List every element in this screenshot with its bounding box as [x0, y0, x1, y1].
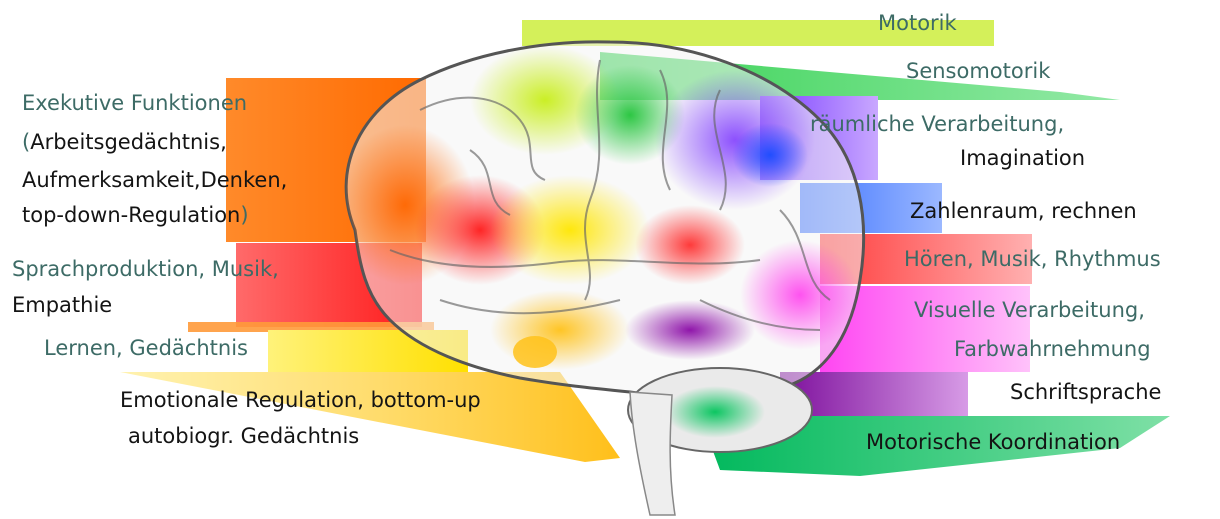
label-farbwahrnehmung: Farbwahrnehmung — [954, 339, 1151, 360]
label-lernen: Lernen, Gedächtnis — [44, 338, 248, 359]
label-top-down: top-down-Regulation — [22, 203, 240, 227]
label-arbeitsgedaechtnis: Arbeitsgedächtnis, — [30, 130, 227, 154]
temporal-gold-spot — [513, 336, 557, 368]
label-exekutive-open-paren: ( — [22, 130, 30, 154]
label-exekutive-line3: top-down-Regulation) — [22, 205, 249, 226]
label-aufmerksamkeit: Aufmerksamkeit,Denken, — [22, 170, 287, 191]
label-sensomotorik: Sensomotorik — [906, 61, 1050, 82]
label-exekutive-line1: (Arbeitsgedächtnis, — [22, 132, 227, 153]
region-blue — [732, 123, 808, 187]
region-red2 — [635, 205, 745, 285]
region-purple — [625, 300, 755, 360]
label-zahlenraum: Zahlenraum, rechnen — [910, 201, 1137, 222]
label-raeumliche-verarbeitung: räumliche Verarbeitung, — [810, 114, 1064, 135]
region-yellow — [490, 175, 650, 285]
label-sprachproduktion: Sprachproduktion, Musik, — [12, 259, 279, 280]
label-exekutive-close-paren: ) — [240, 203, 248, 227]
label-hoeren: Hören, Musik, Rhythmus — [904, 249, 1161, 270]
cerebellum-green — [665, 386, 765, 438]
region-pink — [740, 240, 860, 350]
label-schriftsprache: Schriftsprache — [1010, 382, 1161, 403]
label-autobiogr: autobiogr. Gedächtnis — [128, 426, 359, 447]
label-visuelle-verarbeitung: Visuelle Verarbeitung, — [914, 300, 1145, 321]
label-motorische-koordination: Motorische Koordination — [866, 432, 1120, 453]
label-motorik: Motorik — [878, 13, 957, 34]
bar-emotional — [120, 372, 620, 462]
label-exekutive-funktionen: Exekutive Funktionen — [22, 93, 247, 114]
brainstem — [630, 392, 675, 515]
label-empathie: Empathie — [12, 295, 112, 316]
label-imagination: Imagination — [960, 148, 1085, 169]
label-emotionale-regulation: Emotionale Regulation, bottom-up — [120, 390, 481, 411]
